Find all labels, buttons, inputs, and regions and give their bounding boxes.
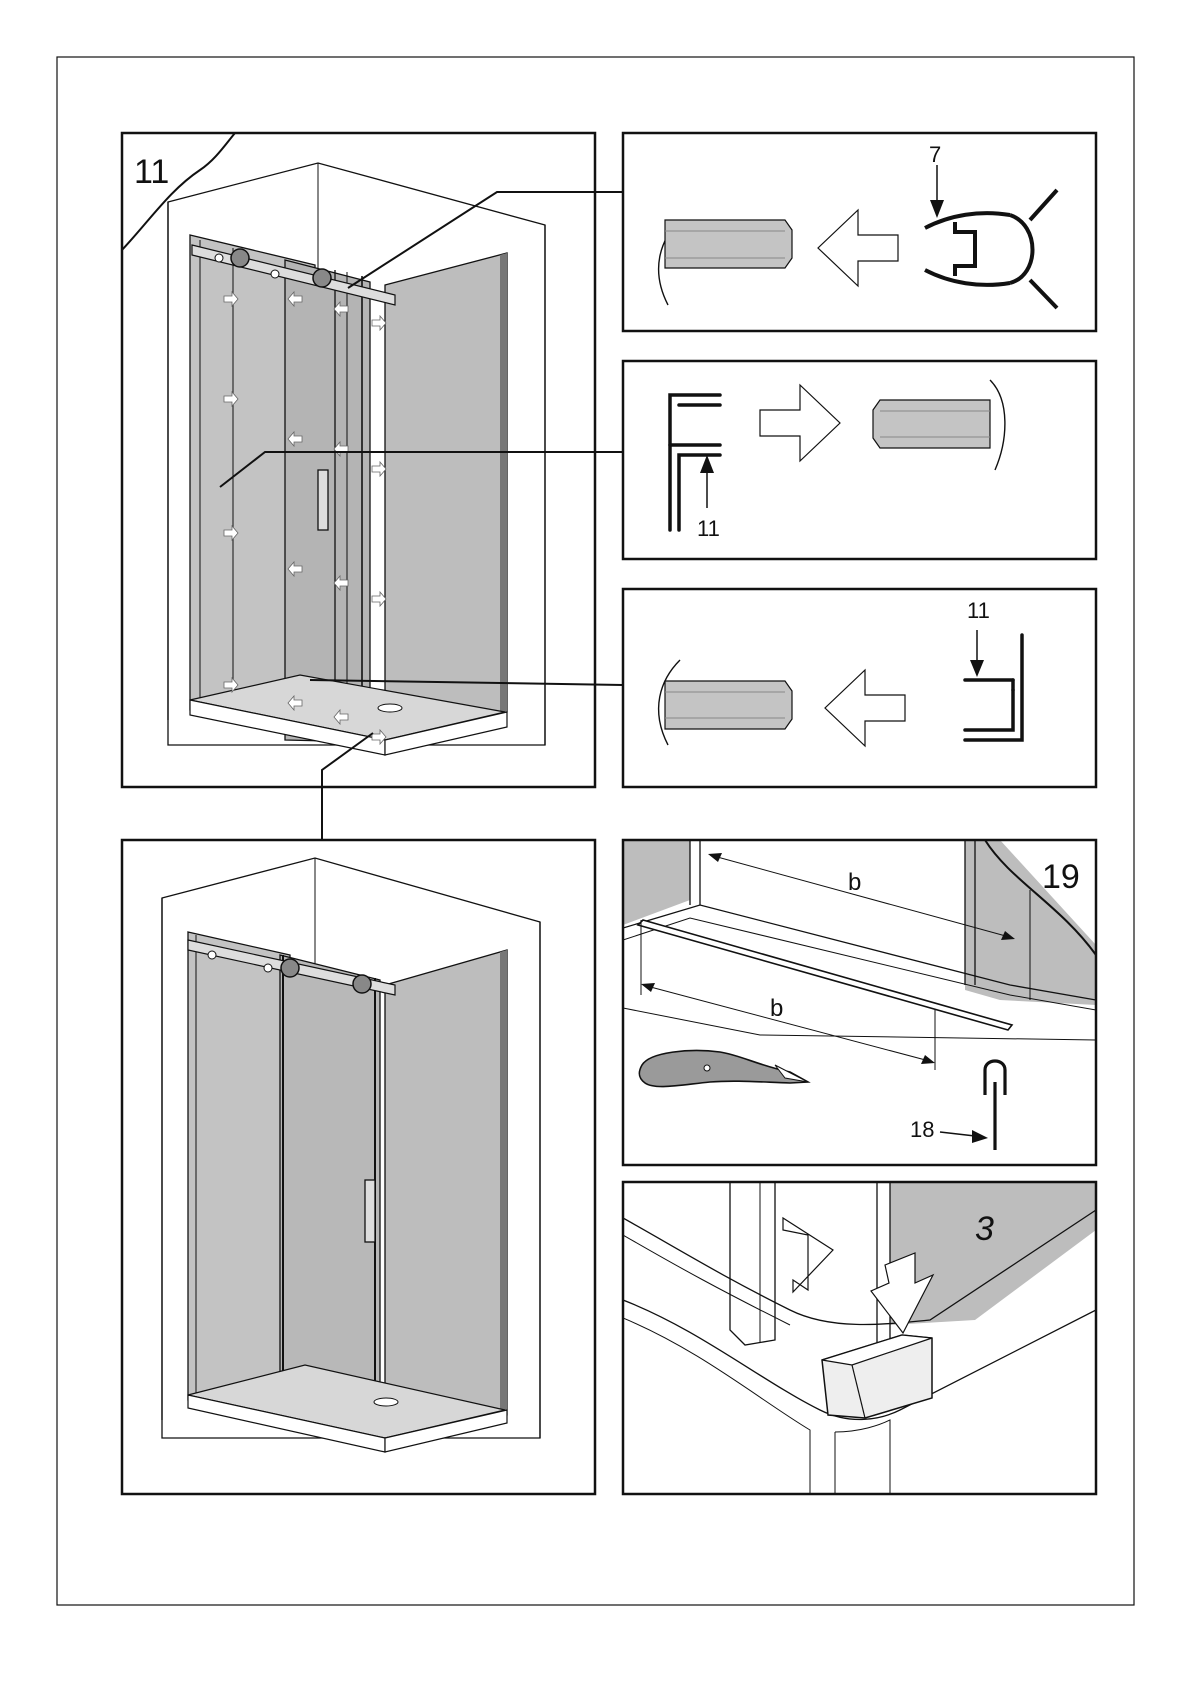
door-handle <box>365 1180 375 1242</box>
step-number: 11 <box>134 153 169 191</box>
seal-profile-11 <box>965 635 1022 740</box>
arrow-icon <box>760 385 840 461</box>
glass-edge <box>873 400 990 448</box>
arrow-icon <box>818 210 898 286</box>
panel-main-install: 11 <box>122 133 595 787</box>
part-number-11: 11 <box>967 598 990 623</box>
fixed-glass <box>188 932 290 1425</box>
dimension-label-b: b <box>770 995 783 1022</box>
step-number: 19 <box>1042 858 1080 896</box>
part-number-11: 11 <box>697 516 720 541</box>
door-handle <box>318 470 328 530</box>
dimension-label-b: b <box>848 869 861 896</box>
seal-profile-11 <box>670 395 720 530</box>
panel-finished-assembly <box>122 840 595 1494</box>
part-number-3: 3 <box>975 1210 994 1248</box>
glass-edge <box>665 681 792 729</box>
side-glass <box>385 253 507 740</box>
panel-corner-cap: 3 <box>623 1182 1096 1494</box>
glass-edge <box>665 220 792 268</box>
seal-profile-7 <box>925 190 1057 308</box>
part-number-18: 18 <box>910 1117 934 1142</box>
panel-cut-seal: 19 b b 18 <box>623 840 1096 1165</box>
part-number-7: 7 <box>929 142 941 167</box>
panel-seal-11-top: 11 <box>623 361 1096 559</box>
side-glass <box>385 950 507 1440</box>
arrow-icon <box>825 670 905 746</box>
panel-seal-11-bottom: 11 <box>623 589 1096 787</box>
panel-seal-7: 7 <box>623 133 1096 331</box>
